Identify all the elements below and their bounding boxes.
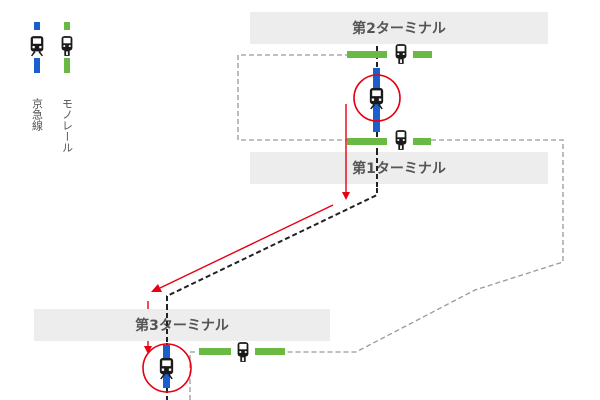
monorail-icon <box>395 130 407 150</box>
monorail-platform <box>347 138 387 145</box>
highlight-circle <box>142 343 192 393</box>
terminal-3-label: 第3ターミナル <box>135 317 229 334</box>
arrow-head <box>342 192 350 200</box>
terminal-1-band <box>250 152 548 184</box>
terminal-2: 第2ターミナル <box>250 12 548 44</box>
terminal-3: 第3ターミナル <box>34 309 330 341</box>
monorail-line-swatch <box>64 58 70 73</box>
terminal-1: 第1ターミナル <box>250 152 548 184</box>
monorail-icon <box>395 44 407 64</box>
monorail-platform <box>413 51 432 58</box>
keikyu-line-swatch <box>34 58 40 73</box>
train-icon <box>29 35 45 57</box>
keikyu-station-t2 <box>353 68 401 132</box>
legend: 京急線 モノレール <box>29 22 74 153</box>
terminal-2-band <box>250 12 548 44</box>
direction-arrows <box>144 104 350 354</box>
legend-keikyu: 京急線 <box>29 22 45 131</box>
keikyu-line-swatch <box>34 22 40 30</box>
monorail-loop-t2 <box>237 54 350 141</box>
monorail-platform <box>199 348 231 355</box>
legend-monorail: モノレール <box>61 22 74 153</box>
terminal-2-label: 第2ターミナル <box>352 20 446 37</box>
monorail-platform <box>255 348 285 355</box>
arrow-head <box>151 284 162 292</box>
arrow-diagonal <box>159 204 334 289</box>
monorail-route <box>189 54 564 400</box>
monorail-line-swatch <box>64 22 70 30</box>
keikyu-station-t3 <box>142 343 192 393</box>
monorail-station-t1 <box>347 130 431 150</box>
monorail-route-tail <box>189 351 195 400</box>
highlight-circle <box>353 74 401 122</box>
arrow-head <box>144 346 152 354</box>
legend-keikyu-label: 京急線 <box>31 97 44 131</box>
monorail-station-t2 <box>347 44 432 64</box>
monorail-icon <box>61 36 73 56</box>
monorail-platform <box>413 138 431 145</box>
legend-monorail-label: モノレール <box>61 98 74 153</box>
terminal-3-band <box>34 309 330 341</box>
monorail-platform <box>347 51 387 58</box>
keikyu-route <box>166 46 378 400</box>
monorail-icon <box>237 342 249 362</box>
terminal-1-label: 第1ターミナル <box>352 160 446 177</box>
monorail-station-t3 <box>199 342 285 362</box>
monorail-route-to-t3 <box>284 139 564 353</box>
